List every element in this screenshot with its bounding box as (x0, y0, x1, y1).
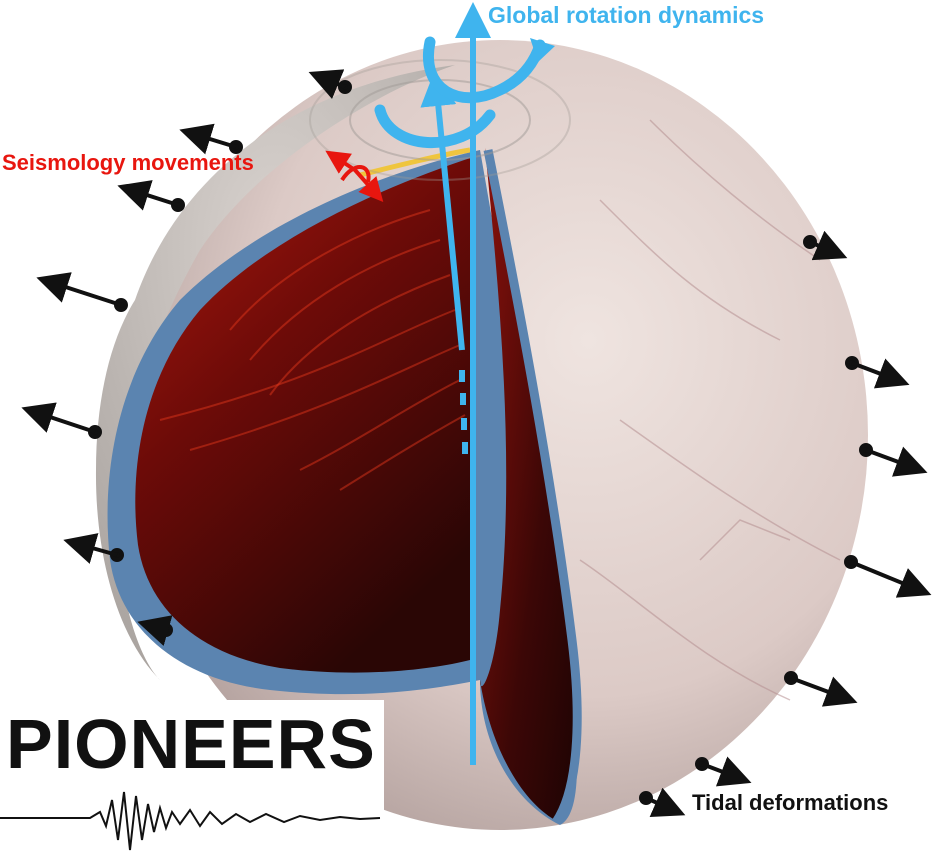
tidal-label: Tidal deformations (692, 790, 888, 816)
tidal-arrow (861, 445, 920, 470)
tidal-arrow (697, 759, 744, 780)
rotation-label: Global rotation dynamics (488, 2, 764, 29)
tidal-arrow (29, 410, 100, 437)
pioneers-logo: PIONEERS (0, 700, 384, 860)
tidal-arrow (125, 188, 183, 210)
seismogram-icon (0, 700, 384, 860)
tidal-arrow (846, 557, 924, 592)
tidal-arrow (44, 280, 126, 310)
tidal-arrow (641, 793, 678, 812)
seismology-label: Seismology movements (2, 150, 254, 176)
tidal-arrow (786, 673, 850, 700)
tidal-arrow (187, 132, 241, 152)
